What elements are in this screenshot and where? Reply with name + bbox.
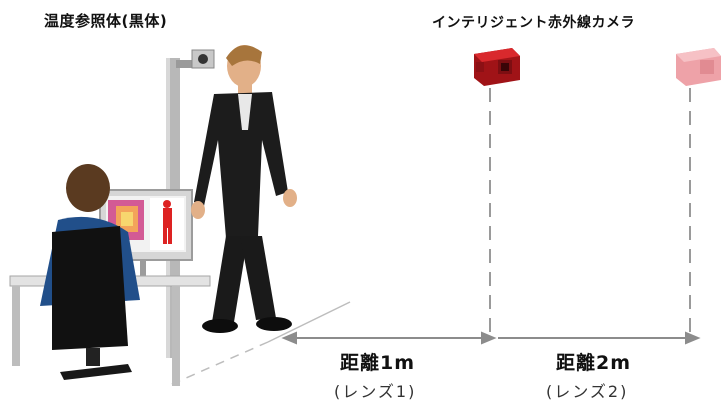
blackbody-title: 温度参照体(黒体)	[44, 12, 168, 30]
lens-1-label: (レンズ1)	[334, 382, 417, 401]
floor-lines	[169, 301, 351, 386]
walking-person	[191, 45, 297, 333]
distance-arrow-1	[281, 331, 497, 345]
thermal-monitor	[99, 189, 193, 276]
operator	[40, 164, 140, 380]
infrared-camera-near	[474, 48, 520, 86]
lens-2-label: (レンズ2)	[546, 382, 629, 401]
distance-2-label: 距離2m	[556, 352, 632, 374]
distance-arrow-2	[498, 331, 701, 345]
distance-1-label: 距離1m	[340, 352, 416, 374]
infrared-camera-far	[676, 48, 721, 86]
infrared-camera-title: インテリジェント赤外線カメラ	[432, 15, 635, 31]
